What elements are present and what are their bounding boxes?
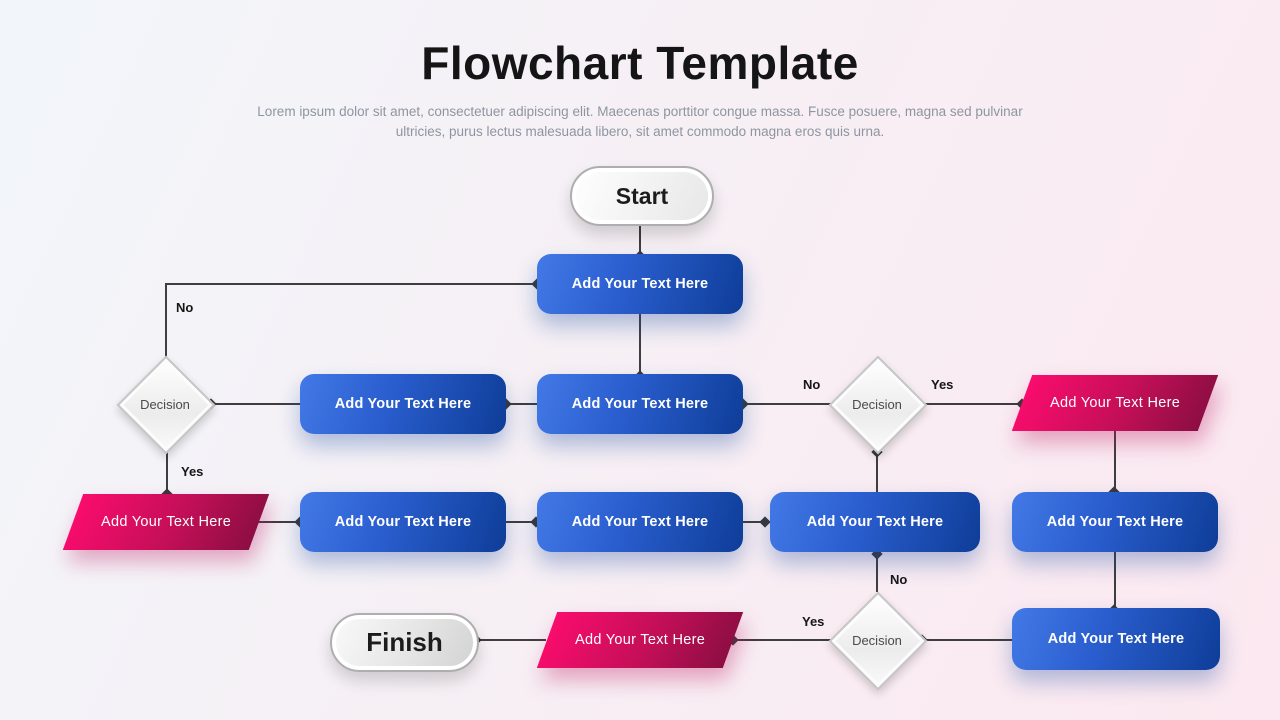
node-process-1-label: Add Your Text Here — [571, 276, 709, 292]
connector-start-to-process1 — [639, 222, 641, 255]
connector-no1-horizontal — [165, 283, 538, 285]
edge-label-no-1: No — [176, 300, 194, 315]
edge-label-yes-1: Yes — [181, 464, 204, 479]
node-process-6: Add Your Text Here — [770, 492, 980, 552]
node-decision-2: Decision — [828, 355, 928, 455]
node-decision-3-label: Decision — [852, 632, 902, 648]
connector-process7-to-process8 — [1114, 552, 1116, 608]
edge-label-no-2: No — [803, 377, 821, 392]
node-finish-label: Finish — [366, 627, 443, 657]
node-decision-2-label: Decision — [852, 396, 902, 412]
node-decision-1-label: Decision — [140, 396, 190, 412]
node-process-7: Add Your Text Here — [1012, 492, 1218, 552]
connector-process5-to-process6 — [743, 521, 771, 523]
connector-decision1-to-io2 — [166, 452, 168, 494]
node-decision-1: Decision — [116, 355, 216, 455]
connector-decision3-to-process8 — [923, 639, 1012, 641]
node-io-3-label: Add Your Text Here — [574, 632, 706, 648]
node-process-7-label: Add Your Text Here — [1046, 514, 1184, 530]
connector-process2-to-process3 — [506, 403, 537, 405]
connector-decision2-to-process6 — [876, 452, 878, 492]
edge-label-yes-2: Yes — [931, 377, 954, 392]
subtitle-line-1: Lorem ipsum dolor sit amet, consectetuer… — [257, 104, 1023, 119]
junction-dot — [759, 516, 771, 528]
node-io-1-label: Add Your Text Here — [1049, 395, 1181, 411]
node-process-3-label: Add Your Text Here — [571, 396, 709, 412]
node-process-8-label: Add Your Text Here — [1047, 631, 1185, 647]
connector-decision3-to-io3 — [734, 639, 831, 641]
node-process-1: Add Your Text Here — [537, 254, 743, 314]
node-decision-3: Decision — [828, 591, 928, 691]
node-io-1: Add Your Text Here — [1011, 375, 1219, 431]
node-process-8: Add Your Text Here — [1012, 608, 1220, 670]
connector-process3-to-decision2 — [743, 403, 831, 405]
connector-process1-to-process3 — [639, 314, 641, 375]
connector-decision1-to-process2 — [211, 403, 300, 405]
edge-label-no-3: No — [890, 572, 908, 587]
node-process-3: Add Your Text Here — [537, 374, 743, 434]
connector-io3-to-finish — [475, 639, 546, 641]
node-process-4: Add Your Text Here — [300, 492, 506, 552]
node-process-5-label: Add Your Text Here — [571, 514, 709, 530]
connector-decision2-to-io1 — [923, 403, 1022, 405]
connector-process4-to-process5 — [506, 521, 537, 523]
connector-no1-vertical — [165, 283, 167, 357]
node-process-4-label: Add Your Text Here — [334, 514, 472, 530]
node-process-5: Add Your Text Here — [537, 492, 743, 552]
connector-io1-to-process7 — [1114, 431, 1116, 492]
node-finish: Finish — [330, 613, 479, 672]
page-title: Flowchart Template — [421, 37, 859, 89]
node-process-2-label: Add Your Text Here — [334, 396, 472, 412]
subtitle-line-2: ultricies, purus lectus malesuada libero… — [395, 124, 885, 139]
edge-label-yes-3: Yes — [802, 614, 825, 629]
node-start: Start — [570, 166, 714, 226]
node-start-label: Start — [615, 182, 669, 209]
node-io-2-label: Add Your Text Here — [100, 514, 232, 530]
connector-process6-to-decision3 — [876, 552, 878, 592]
node-process-2: Add Your Text Here — [300, 374, 506, 434]
node-process-6-label: Add Your Text Here — [806, 514, 944, 530]
node-io-2: Add Your Text Here — [62, 494, 270, 550]
connector-io2-to-process4 — [254, 521, 300, 523]
node-io-3: Add Your Text Here — [536, 612, 744, 668]
